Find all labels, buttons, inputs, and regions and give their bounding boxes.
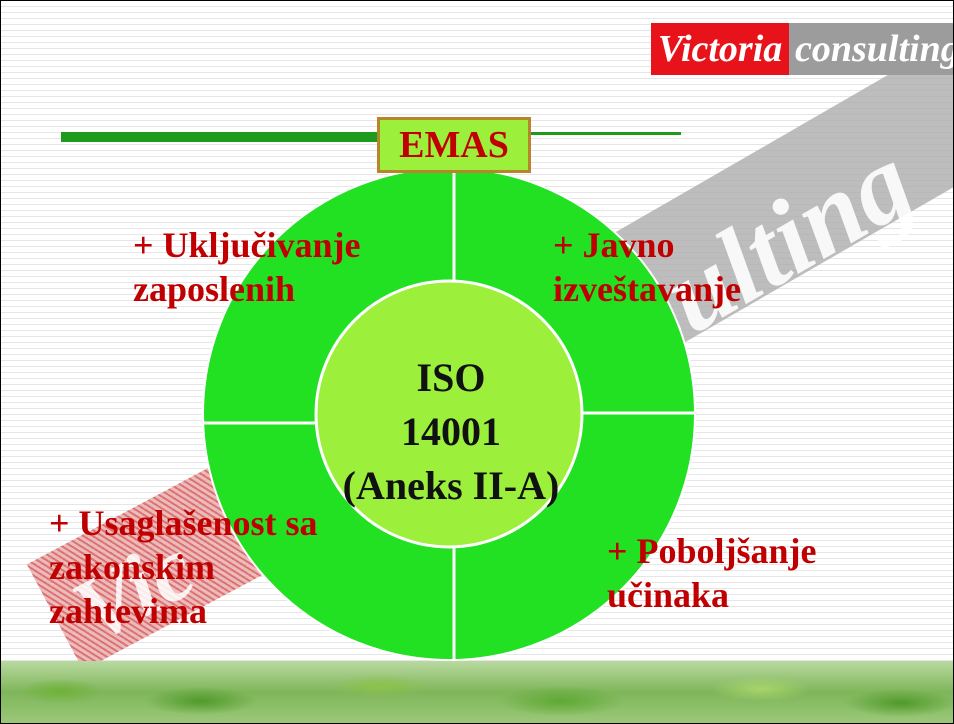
emas-title-box: EMAS: [377, 117, 531, 173]
center-line-2: 14001: [401, 409, 501, 454]
accent-bar-left: [61, 132, 381, 142]
logo-brand-red: Victoria: [651, 23, 789, 75]
accent-bar-right: [531, 132, 681, 135]
center-line-1: ISO: [416, 355, 486, 400]
segment-label-bottom-right: + Poboljšanje učinaka: [607, 529, 817, 617]
inner-circle: [314, 279, 584, 549]
segment-top-right-line-1: + Javno: [553, 225, 675, 265]
segment-top-left-line-2: zaposlenih: [133, 269, 296, 309]
segment-label-bottom-left: + Usaglašenost sa zakonskim zahtevima: [49, 501, 318, 633]
segment-bottom-right-line-1: + Poboljšanje: [607, 531, 817, 571]
leaf-footer-image: [1, 661, 953, 723]
center-line-3: (Aneks II-A): [342, 463, 560, 508]
segment-bottom-left-line-1: + Usaglašenost sa: [49, 503, 318, 543]
logo-brand-gray: consulting: [789, 23, 953, 75]
segment-label-top-right: + Javno izveštavanje: [553, 223, 741, 311]
segment-top-right-line-2: izveštavanje: [553, 269, 741, 309]
center-label: ISO 14001 (Aneks II-A): [301, 351, 601, 513]
segment-top-left-line-1: + Uključivanje: [133, 225, 361, 265]
segment-label-top-left: + Uključivanje zaposlenih: [133, 223, 361, 311]
segment-bottom-left-line-2: zakonskim: [49, 547, 216, 587]
segment-bottom-right-line-2: učinaka: [607, 575, 730, 615]
segment-bottom-left-line-3: zahtevima: [49, 591, 207, 631]
